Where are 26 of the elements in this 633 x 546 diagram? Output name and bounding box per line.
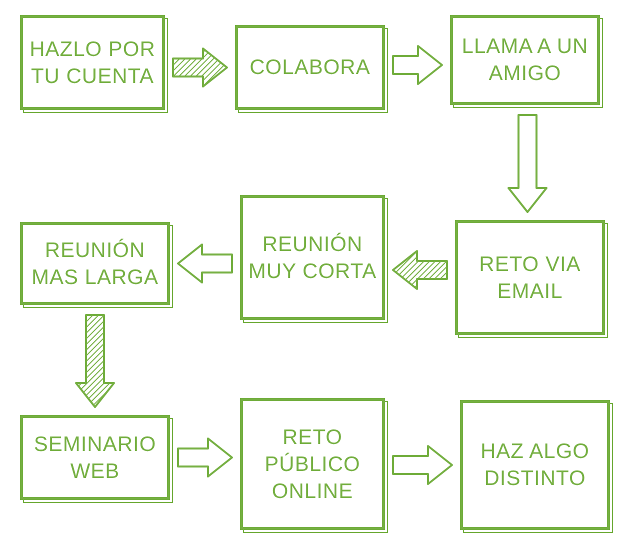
sketch-box bbox=[20, 222, 170, 305]
box-label: HAZLO POR TU CUENTA bbox=[28, 36, 156, 90]
block-arrow bbox=[172, 48, 228, 88]
box-label: RETO VIA EMAIL bbox=[478, 252, 582, 304]
box-label: LLAMA A UN AMIGO bbox=[460, 34, 590, 87]
block-arrow bbox=[177, 438, 233, 478]
sketch-box bbox=[240, 398, 385, 530]
sketch-box bbox=[455, 220, 605, 335]
box-label: REUNIÓN MUY CORTA bbox=[247, 232, 378, 284]
sketch-box bbox=[240, 195, 385, 320]
block-arrow bbox=[508, 114, 548, 213]
block-arrow bbox=[177, 244, 233, 284]
box-label: SEMINARIO WEB bbox=[32, 432, 158, 484]
block-arrow bbox=[392, 445, 453, 485]
box-label: COLABORA bbox=[250, 55, 370, 81]
box-label: HAZ ALGO DISTINTO bbox=[479, 439, 591, 492]
sketch-box bbox=[235, 25, 385, 110]
sketch-box bbox=[20, 15, 165, 110]
block-arrow bbox=[392, 250, 448, 290]
sketch-box bbox=[450, 15, 600, 105]
sketch-box bbox=[20, 415, 170, 500]
sketch-box bbox=[460, 400, 610, 530]
box-label: RETO PÚBLICO ONLINE bbox=[264, 424, 362, 504]
block-arrow bbox=[75, 314, 115, 408]
block-arrow bbox=[392, 45, 443, 85]
box-label: REUNIÓN MAS LARGA bbox=[30, 238, 160, 290]
